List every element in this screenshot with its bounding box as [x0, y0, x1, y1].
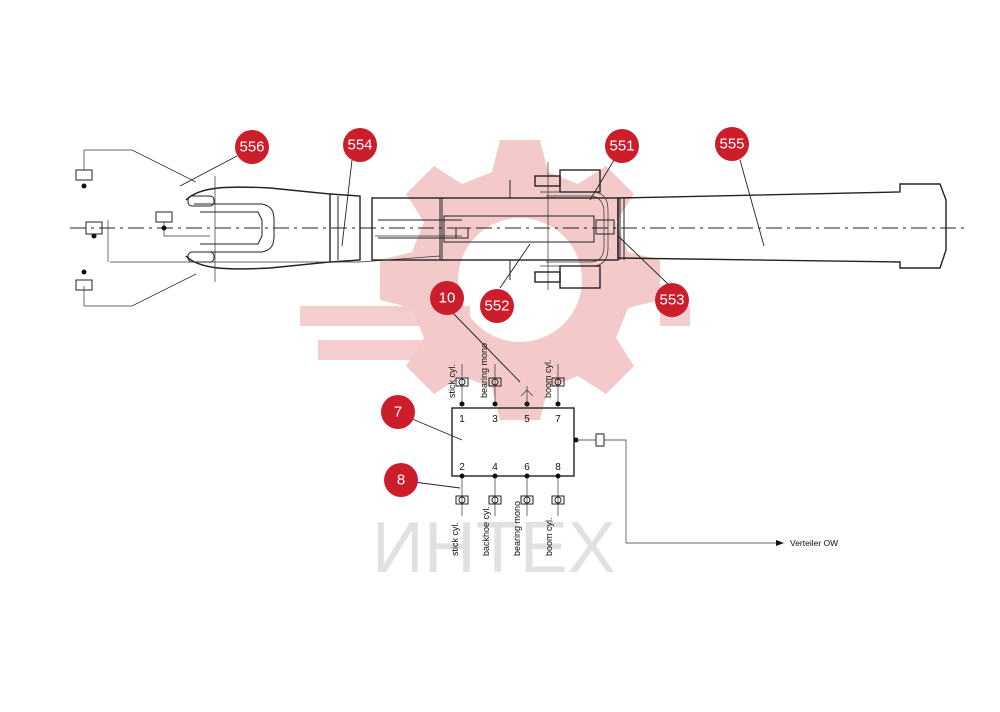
- outlet-line: Verteiler OW: [573, 433, 838, 548]
- stick-head-fork: [185, 186, 331, 270]
- top-ports: 1 3 5 7: [455, 364, 565, 425]
- leader-10: [449, 309, 521, 383]
- svg-text:8: 8: [397, 472, 405, 489]
- port-label-stick-cyl-top: stick cyl.: [447, 364, 457, 398]
- callout-554: 554: [343, 128, 377, 162]
- boom-section-right: [617, 183, 947, 269]
- callout-555: 555: [715, 127, 749, 161]
- callout-552: 552: [480, 289, 514, 323]
- bottom-port-6: 6: [520, 462, 534, 516]
- connector-fork: [155, 211, 173, 231]
- watermark-text: ИНТЕХ: [372, 508, 616, 588]
- leader-554: [341, 159, 353, 247]
- port-label-bearing-mono-bottom: bearing mono: [512, 501, 522, 556]
- connector-top-left: [75, 169, 93, 189]
- svg-text:10: 10: [439, 290, 456, 307]
- leader-552: [499, 243, 531, 289]
- svg-text:553: 553: [659, 292, 684, 309]
- port-number: 6: [524, 462, 530, 473]
- hose-fork-inner: [163, 222, 210, 237]
- top-port-7: 7: [551, 364, 565, 425]
- svg-text:7: 7: [394, 404, 402, 421]
- port-number: 2: [459, 462, 465, 473]
- svg-text:555: 555: [719, 136, 744, 153]
- callout-551: 551: [605, 129, 639, 163]
- port-number: 4: [492, 462, 498, 473]
- hose-loop: [540, 191, 609, 267]
- outlet-label: Verteiler OW: [790, 538, 838, 548]
- bottom-ports: 2 4 6 8: [455, 462, 565, 516]
- top-port-3: 3: [488, 364, 502, 425]
- bottom-port-2: 2: [455, 462, 469, 516]
- port-number: 8: [555, 462, 561, 473]
- hose-left-top: [83, 149, 197, 183]
- hose-left-lower: [110, 255, 441, 263]
- svg-text:556: 556: [239, 139, 264, 156]
- svg-text:552: 552: [484, 298, 509, 315]
- bottom-port-4: 4: [488, 462, 502, 516]
- hose-left-bottom: [83, 273, 197, 307]
- callout-556: 556: [235, 130, 269, 164]
- connector-bottom-left: [75, 269, 93, 291]
- port-label-stick-cyl-bottom: stick cyl.: [450, 522, 460, 556]
- leader-553: [617, 235, 669, 285]
- port-label-backhoe-cyl: backhoe cyl.: [481, 506, 491, 556]
- watermark-gear-logo: [300, 140, 690, 420]
- callout-8: 8: [384, 463, 418, 497]
- leader-7: [409, 417, 463, 441]
- boom-section-left: [329, 193, 361, 263]
- bottom-port-8: 8: [551, 462, 565, 516]
- port-label-bearing-mono-top: bearing mono: [479, 343, 489, 398]
- svg-text:551: 551: [609, 138, 634, 155]
- hose-loop-inner: [546, 195, 605, 263]
- connector-middle: [455, 227, 469, 239]
- port-number: 5: [524, 414, 530, 425]
- port-label-boom-cyl-top: boom cyl.: [543, 359, 553, 398]
- leader-8: [413, 481, 461, 489]
- port-number: 7: [555, 414, 561, 425]
- top-port-5: 5: [520, 386, 534, 425]
- svg-text:554: 554: [347, 137, 372, 154]
- hose-connector: [595, 219, 615, 235]
- port-number: 3: [492, 414, 498, 425]
- leader-556: [179, 155, 238, 187]
- port-number: 1: [459, 414, 465, 425]
- leader-551: [589, 159, 615, 201]
- port-label-boom-cyl-bottom: boom cyl.: [544, 517, 554, 556]
- callout-7: 7: [381, 395, 415, 429]
- callout-553: 553: [655, 283, 689, 317]
- distributor-block: [451, 407, 575, 477]
- callout-10: 10: [430, 281, 464, 315]
- top-port-1: 1: [455, 364, 469, 425]
- leader-555: [739, 159, 765, 247]
- connector-mid-left: [85, 221, 103, 239]
